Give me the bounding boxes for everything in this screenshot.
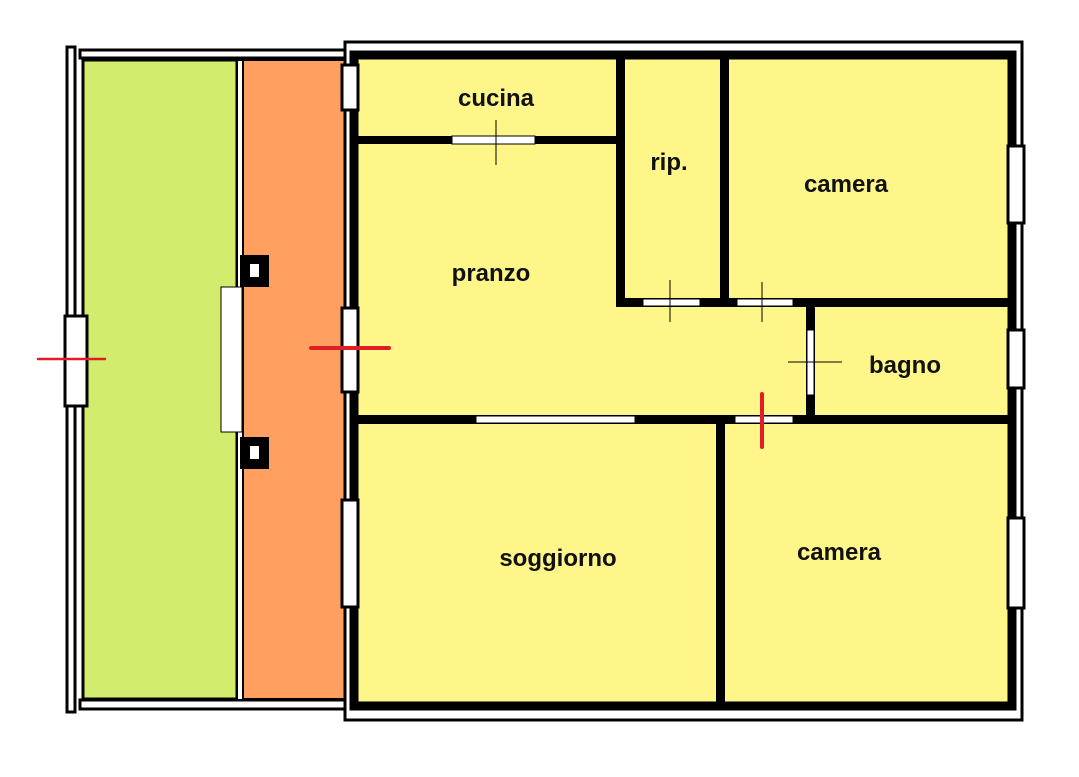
- room-label-camera-bottom: camera: [797, 539, 882, 566]
- veranda-orange: [242, 59, 347, 700]
- pillar-bottom: [240, 437, 269, 469]
- terrace-green: [81, 58, 239, 701]
- room-label-cucina: cucina: [458, 85, 535, 112]
- room-label-camera-top: camera: [804, 171, 889, 198]
- room-label-pranzo: pranzo: [452, 260, 531, 287]
- pillar-top: [240, 255, 269, 287]
- room-label-ripostiglio: rip.: [650, 149, 687, 176]
- entrance-marks: [36, 346, 764, 449]
- terrace-window: [63, 314, 89, 408]
- door-swing-marks: [495, 120, 842, 363]
- room-label-bagno: bagno: [869, 352, 941, 379]
- room-label-soggiorno: soggiorno: [499, 545, 616, 572]
- separator-opening: [220, 286, 243, 433]
